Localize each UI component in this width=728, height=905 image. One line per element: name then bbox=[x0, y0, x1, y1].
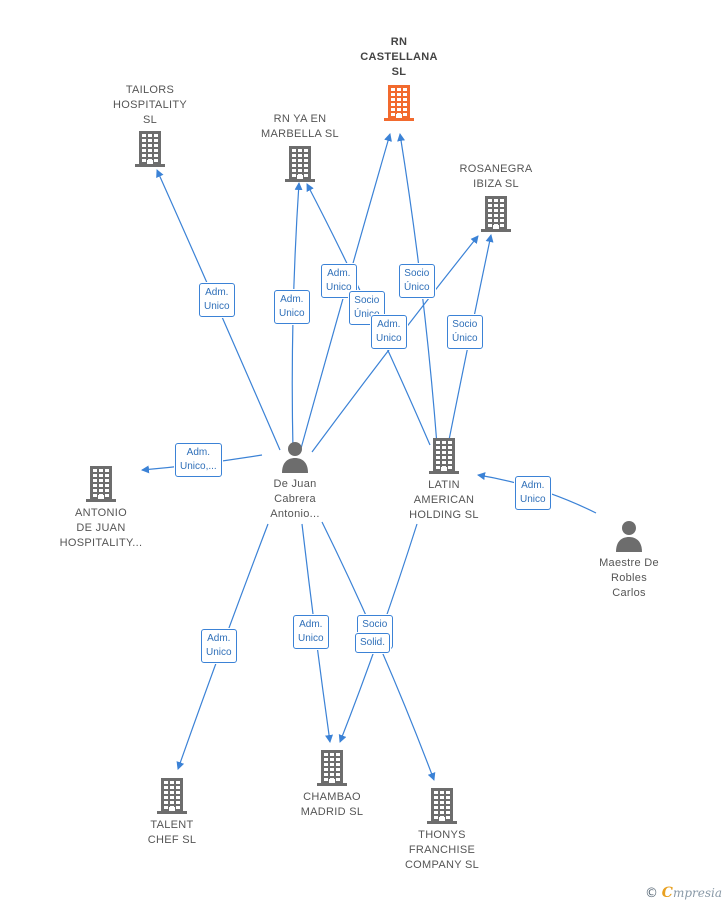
brand-name: mpresia bbox=[672, 886, 722, 900]
brand-initial: C bbox=[661, 885, 673, 901]
person-icon[interactable] bbox=[280, 441, 310, 473]
building-icon[interactable] bbox=[315, 750, 349, 786]
edge-label-e4[interactable]: Socio Único bbox=[399, 264, 435, 298]
building-icon[interactable] bbox=[133, 131, 167, 167]
building-icon[interactable] bbox=[479, 196, 513, 232]
person-icon[interactable] bbox=[614, 520, 644, 552]
node-label[interactable]: RN CASTELLANA SL bbox=[360, 36, 438, 78]
building-icon[interactable] bbox=[283, 146, 317, 182]
node-label[interactable]: ANTONIO DE JUAN HOSPITALITY... bbox=[59, 507, 143, 549]
node-label[interactable]: Maestre De Robles Carlos bbox=[599, 557, 659, 599]
building-icon[interactable] bbox=[425, 788, 459, 824]
edge-label-e7[interactable]: Socio Único bbox=[447, 315, 483, 349]
edge-label-e8[interactable]: Adm. Unico,... bbox=[175, 443, 222, 477]
edge-label-e1[interactable]: Adm. Unico bbox=[199, 283, 235, 317]
edge-label-e2[interactable]: Adm. Unico bbox=[274, 290, 310, 324]
edge-label-e10[interactable]: Adm. Unico bbox=[201, 629, 237, 663]
node-label[interactable]: TAILORS HOSPITALITY SL bbox=[113, 84, 187, 126]
node-label[interactable]: CHAMBAO MADRID SL bbox=[300, 791, 364, 818]
edge-label-e13[interactable]: Solid. bbox=[355, 633, 391, 653]
node-label[interactable]: ROSANEGRA IBIZA SL bbox=[459, 163, 533, 190]
node-label[interactable]: TALENT CHEF SL bbox=[147, 819, 197, 846]
brand-logo: © Cmpresia bbox=[645, 885, 722, 901]
node-label[interactable]: RN YA EN MARBELLA SL bbox=[261, 113, 339, 140]
edge-label-e6[interactable]: Adm. Unico bbox=[371, 315, 407, 349]
node-label[interactable]: LATIN AMERICAN HOLDING SL bbox=[409, 479, 479, 521]
building-icon[interactable] bbox=[84, 466, 118, 502]
building-icon[interactable] bbox=[427, 438, 461, 474]
building-icon[interactable] bbox=[155, 778, 189, 814]
edge-label-e11[interactable]: Adm. Unico bbox=[293, 615, 329, 649]
building-icon[interactable] bbox=[382, 85, 416, 121]
node-label[interactable]: THONYS FRANCHISE COMPANY SL bbox=[404, 829, 480, 871]
node-label[interactable]: De Juan Cabrera Antonio... bbox=[270, 478, 320, 520]
copyright-symbol: © bbox=[644, 886, 658, 901]
edge-label-e9[interactable]: Adm. Unico bbox=[515, 476, 551, 510]
